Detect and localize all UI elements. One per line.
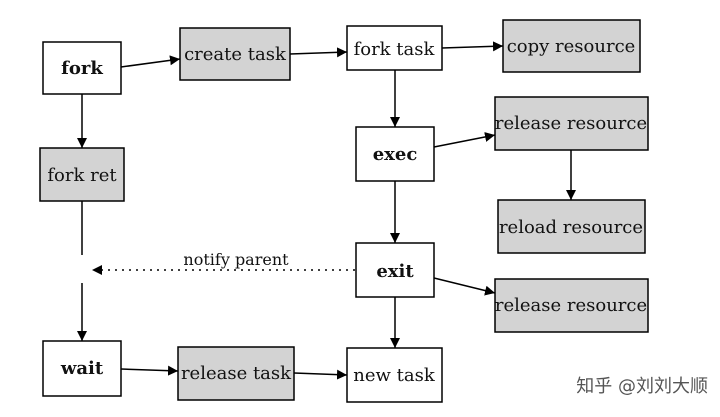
watermark-text: 知乎 @刘刘大顺 — [576, 376, 708, 397]
node-wait-label: wait — [60, 358, 104, 379]
edge-wait-to-release-task — [120, 365, 179, 376]
node-release-resource-1-label: release resource — [495, 113, 647, 134]
nodes: fork create task fork task copy resource… — [39, 19, 649, 403]
node-wait: wait — [42, 340, 122, 397]
node-exec: exec — [355, 126, 435, 182]
edge-exec-to-release-resource — [433, 132, 496, 148]
node-exec-label: exec — [373, 144, 418, 165]
node-fork: fork — [42, 41, 122, 95]
node-release-resource-2-label: release resource — [495, 295, 647, 316]
edge-fork-task-to-copy-resource — [441, 41, 504, 52]
edge-release-task-to-new-task — [293, 369, 348, 380]
node-exit-label: exit — [376, 261, 414, 282]
node-new-task-label: new task — [353, 365, 436, 386]
node-create-task: create task — [179, 27, 291, 81]
node-release-resource-1: release resource — [494, 96, 649, 151]
node-copy-resource: copy resource — [502, 19, 641, 73]
node-fork-ret: fork ret — [39, 147, 125, 202]
node-exit: exit — [355, 242, 435, 298]
edge-fork-to-create-task — [120, 55, 181, 68]
node-release-task-label: release task — [181, 363, 292, 384]
node-fork-ret-label: fork ret — [47, 165, 117, 186]
edge-create-task-to-fork-task — [289, 47, 348, 58]
node-reload-resource: reload resource — [497, 199, 646, 254]
node-create-task-label: create task — [184, 44, 287, 65]
node-copy-resource-label: copy resource — [507, 36, 636, 57]
edges — [77, 41, 576, 380]
node-fork-task: fork task — [346, 25, 443, 71]
node-new-task: new task — [346, 347, 443, 403]
node-release-task: release task — [177, 346, 295, 401]
node-reload-resource-label: reload resource — [499, 217, 643, 238]
edge-exit-to-release-resource — [433, 277, 496, 296]
node-release-resource-2: release resource — [494, 278, 649, 333]
edge-label-notify-parent: notify parent — [183, 250, 289, 269]
node-fork-task-label: fork task — [354, 39, 436, 60]
node-fork-label: fork — [61, 58, 103, 79]
